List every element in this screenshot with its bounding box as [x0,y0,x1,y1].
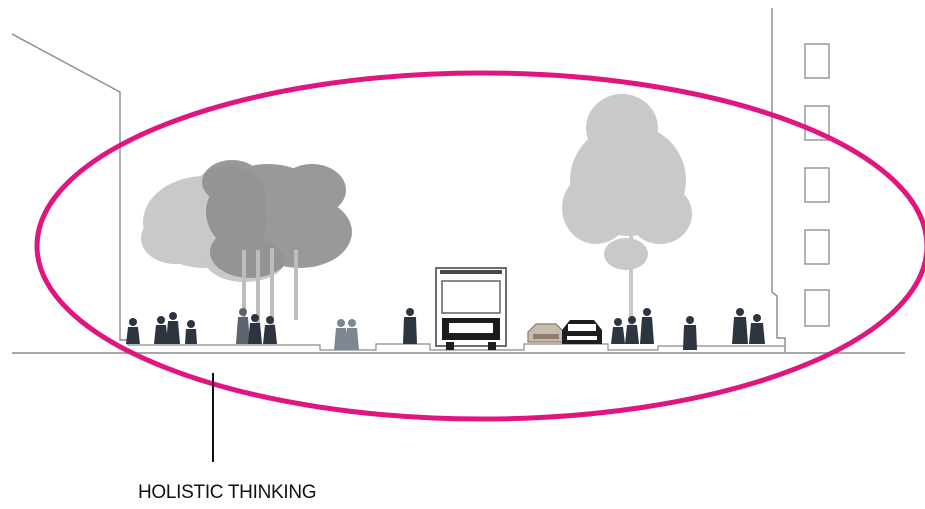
car-light-icon [527,323,565,343]
pedestrian-icon [236,308,250,344]
pedestrian-icon [248,314,262,344]
building-left-outline [11,33,128,341]
building-right-outline [771,8,786,352]
window [804,167,830,203]
car-dark-icon [562,320,602,344]
tree-cluster-left [141,160,352,338]
pedestrian-icon [749,314,765,344]
window [804,43,830,79]
window [804,105,830,141]
window [804,229,830,265]
pedestrian-icon [625,316,639,344]
tree-right-icon [562,94,692,332]
pedestrian-icon [683,316,697,350]
window [804,289,830,327]
pedestrian-icon [611,318,625,344]
caption-label: HOLISTIC THINKING [138,482,317,503]
street-profile [127,340,785,351]
pedestrian-icon [334,319,348,350]
pedestrian-icon [154,316,168,344]
pedestrian-icon [166,312,180,344]
pedestrian-icon [345,319,359,350]
pedestrian-icon [732,308,748,344]
pedestrian-icon [263,316,277,344]
pedestrian-icon [126,318,140,344]
bus-icon [435,267,507,350]
highlight-ellipse [34,70,925,422]
tree-dark-left-icon [202,160,352,278]
pedestrian-icon [403,308,417,344]
pedestrian-icon [640,308,654,344]
building-right-windows [804,43,830,327]
pedestrians [126,308,765,350]
pedestrian-icon [185,320,197,344]
